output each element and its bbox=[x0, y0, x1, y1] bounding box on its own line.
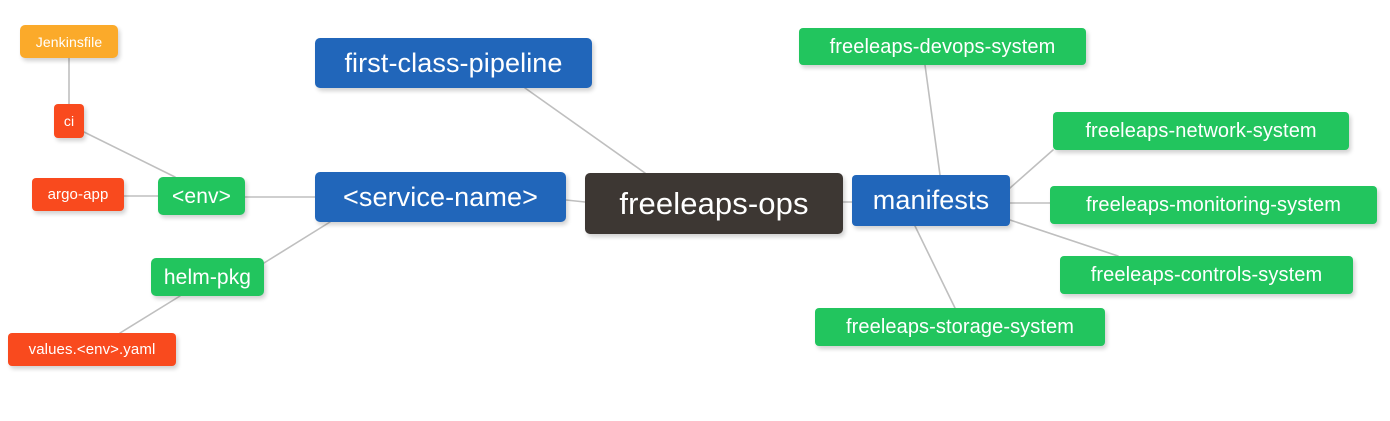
node-freeleaps-monitoring-system[interactable]: freeleaps-monitoring-system bbox=[1050, 186, 1377, 224]
node-env[interactable]: <env> bbox=[158, 177, 245, 215]
node-ci[interactable]: ci bbox=[54, 104, 84, 138]
node-freeleaps-devops-system[interactable]: freeleaps-devops-system bbox=[799, 28, 1086, 65]
node-label-ci: ci bbox=[63, 113, 75, 129]
node-helm-pkg[interactable]: helm-pkg bbox=[151, 258, 264, 296]
node-label-freeleaps-network-system: freeleaps-network-system bbox=[1085, 120, 1317, 142]
node-label-values-yaml: values.<env>.yaml bbox=[28, 341, 156, 358]
node-label-service-name: <service-name> bbox=[343, 181, 538, 212]
node-freeleaps-ops[interactable]: freeleaps-ops bbox=[585, 173, 843, 234]
edge-ci-env bbox=[83, 131, 176, 178]
node-label-freeleaps-monitoring-system: freeleaps-monitoring-system bbox=[1085, 194, 1341, 216]
edge-manifests-controls bbox=[1009, 219, 1119, 257]
edge-manifests-network bbox=[1009, 149, 1054, 189]
node-service-name[interactable]: <service-name> bbox=[315, 172, 566, 222]
node-label-helm-pkg: helm-pkg bbox=[163, 265, 252, 289]
node-jenkinsfile[interactable]: Jenkinsfile bbox=[20, 25, 118, 58]
node-freeleaps-storage-system[interactable]: freeleaps-storage-system bbox=[815, 308, 1105, 346]
edge-service-name-helm-pkg bbox=[263, 221, 331, 264]
node-label-env: <env> bbox=[172, 184, 231, 208]
node-freeleaps-controls-system[interactable]: freeleaps-controls-system bbox=[1060, 256, 1353, 294]
edge-helm-pkg-values-yaml bbox=[119, 295, 181, 334]
edge-manifests-storage bbox=[914, 225, 956, 309]
node-label-freeleaps-storage-system: freeleaps-storage-system bbox=[845, 316, 1075, 338]
node-label-freeleaps-controls-system: freeleaps-controls-system bbox=[1090, 264, 1323, 286]
node-label-argo-app: argo-app bbox=[47, 186, 109, 203]
node-label-jenkinsfile: Jenkinsfile bbox=[35, 33, 103, 50]
node-argo-app[interactable]: argo-app bbox=[32, 178, 124, 211]
node-label-freeleaps-devops-system: freeleaps-devops-system bbox=[829, 35, 1056, 58]
node-first-class-pipeline[interactable]: first-class-pipeline bbox=[315, 38, 592, 88]
node-freeleaps-network-system[interactable]: freeleaps-network-system bbox=[1053, 112, 1349, 150]
edge-manifests-devops bbox=[924, 64, 941, 176]
node-manifests[interactable]: manifests bbox=[852, 175, 1010, 226]
node-label-manifests: manifests bbox=[872, 185, 990, 215]
node-label-freeleaps-ops: freeleaps-ops bbox=[619, 186, 809, 221]
node-label-first-class-pipeline: first-class-pipeline bbox=[344, 47, 563, 78]
edge-service-name-freeleaps-ops bbox=[565, 199, 586, 203]
edge-first-class-pipeline-freeleaps-ops bbox=[524, 87, 646, 174]
node-values-yaml[interactable]: values.<env>.yaml bbox=[8, 333, 176, 366]
